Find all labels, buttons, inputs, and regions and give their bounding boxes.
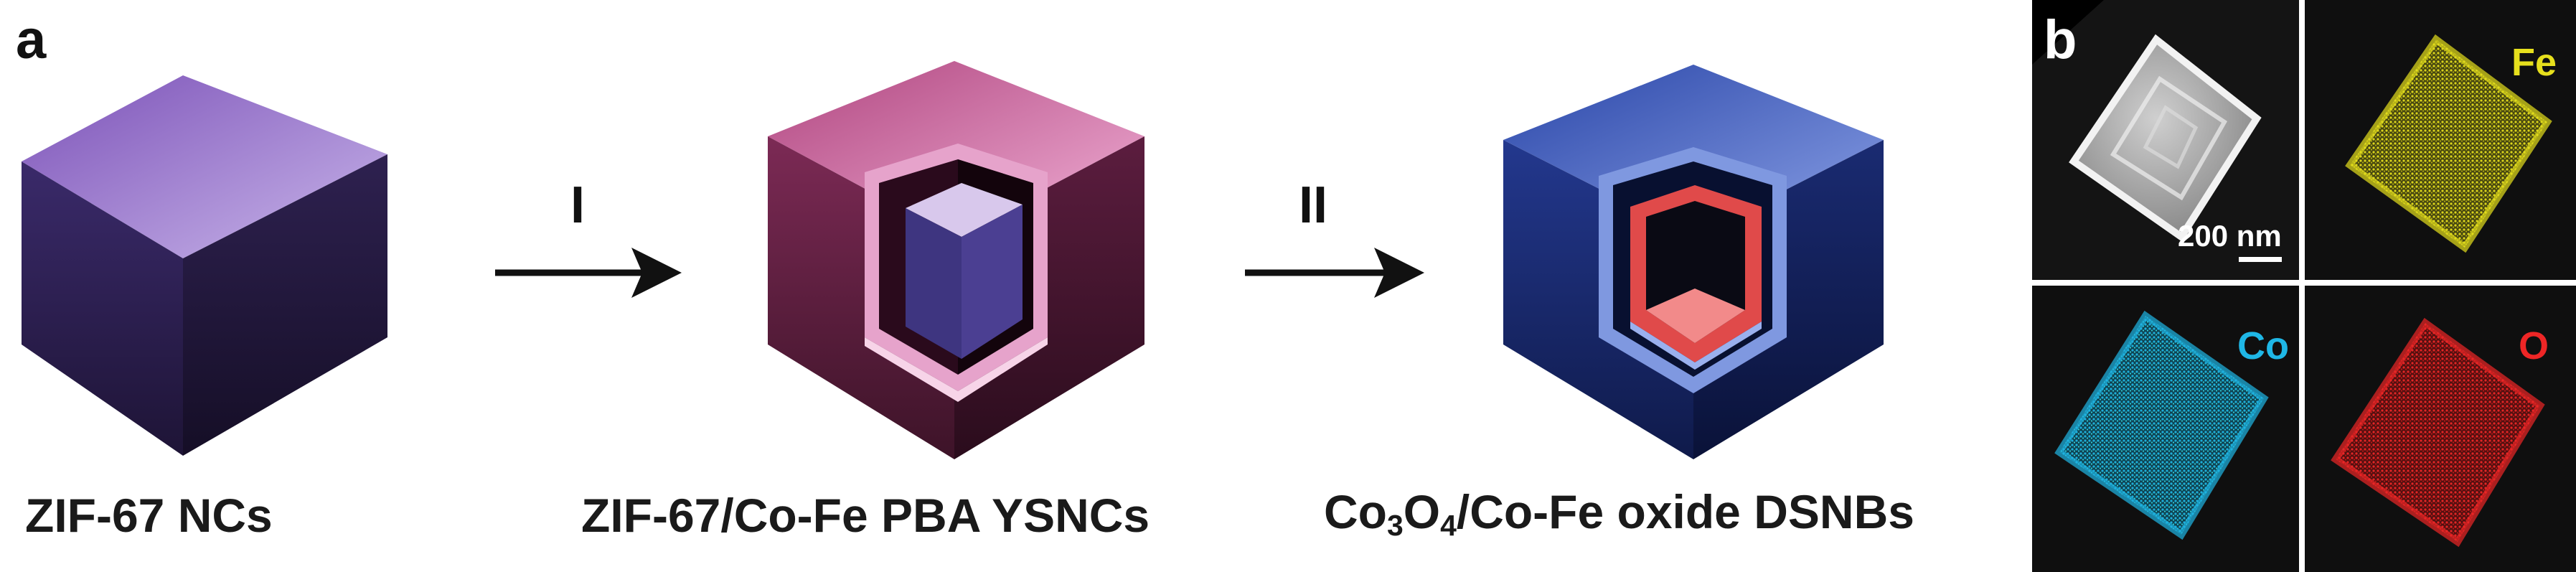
ysnc-cube: [768, 61, 1144, 459]
zif67-cube: [22, 75, 387, 456]
ysnc-core-left: [906, 208, 962, 359]
arrow-step-2: [1245, 248, 1424, 298]
scale-bar-label: 200 nm: [2178, 219, 2282, 253]
step-label-2: II: [1299, 177, 1328, 234]
map-label-fe: Fe: [2511, 41, 2557, 84]
zif67-cube-right: [183, 154, 387, 456]
zif67-cube-top: [22, 75, 387, 258]
caption-ysnc: ZIF-67/Co-Fe PBA YSNCs: [581, 489, 1150, 542]
arrow-step-1: [495, 248, 682, 298]
ysnc-core-right: [962, 205, 1023, 359]
caption-zif67: ZIF-67 NCs: [25, 489, 273, 542]
eds-mapping-grid: [2032, 0, 2576, 572]
dsnb-cube: [1503, 65, 1884, 459]
panel-label-b: b: [2044, 9, 2077, 70]
scale-bar: [2239, 257, 2282, 262]
ysnc-core-top: [906, 183, 1023, 237]
map-label-o: O: [2519, 324, 2549, 367]
sem-particle: [2069, 34, 2262, 243]
step-label-1: I: [570, 177, 586, 234]
panel-label-a: a: [16, 9, 47, 70]
caption-dsnb: Co3O4/Co-Fe oxide DSNBs: [1324, 485, 1914, 543]
zif67-cube-left: [22, 161, 183, 456]
map-label-co: Co: [2237, 324, 2289, 367]
